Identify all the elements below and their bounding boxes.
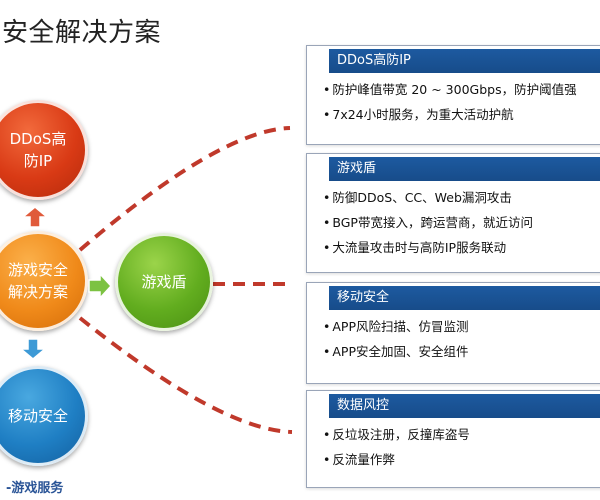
mobile-security-box-item: APP安全加固、安全组件 xyxy=(323,339,600,364)
right-arrow-icon xyxy=(88,272,112,300)
data-risk-control-box-item: 反流量作弊 xyxy=(323,447,600,472)
game-shield-box-item: 防御DDoS、CC、Web漏洞攻击 xyxy=(323,185,600,210)
ddos-ip-node-line1: DDoS高 xyxy=(9,130,67,148)
ddos-ip-node-line2: 防IP xyxy=(23,152,53,170)
slide-title: 安全解决方案 xyxy=(2,18,162,48)
center-node-line1: 游戏安全 xyxy=(7,261,68,279)
mobile-security-box-title: 移动安全 xyxy=(329,286,600,310)
mobile-security-box-item: APP风险扫描、仿冒监测 xyxy=(323,314,600,339)
data-risk-control-box-item: 反垃圾注册，反撞库盗号 xyxy=(323,422,600,447)
center-node-line2: 解决方案 xyxy=(7,283,68,301)
game-shield-box-item: BGP带宽接入，跨运营商，就近访问 xyxy=(323,210,600,235)
mobile-security-box: 移动安全 APP风险扫描、仿冒监测 APP安全加固、安全组件 xyxy=(306,282,600,384)
ddos-ip-box-item: 防护峰值带宽 20 ~ 300Gbps，防护阈值强 xyxy=(323,77,600,102)
game-shield-node-label: 游戏盾 xyxy=(141,273,187,291)
game-shield-box-title: 游戏盾 xyxy=(329,157,600,181)
connector-to-data-risk-box xyxy=(78,316,293,434)
game-shield-box-item: 大流量攻击时与高防IP服务联动 xyxy=(323,235,600,260)
game-security-solution-node[interactable]: 游戏安全 解决方案 xyxy=(0,231,88,331)
connector-to-ddos-box xyxy=(78,126,291,252)
ddos-ip-box-title: DDoS高防IP xyxy=(329,49,600,73)
footer-caption: -游戏服务 xyxy=(6,481,64,496)
game-shield-node[interactable]: 游戏盾 xyxy=(115,233,213,331)
mobile-security-node[interactable]: 移动安全 xyxy=(0,366,88,466)
game-shield-box: 游戏盾 防御DDoS、CC、Web漏洞攻击 BGP带宽接入，跨运营商，就近访问 … xyxy=(306,153,600,273)
ddos-ip-node[interactable]: DDoS高 防IP xyxy=(0,100,88,200)
ddos-ip-box: DDoS高防IP 防护峰值带宽 20 ~ 300Gbps，防护阈值强 7x24小… xyxy=(306,45,600,145)
up-arrow-icon xyxy=(22,206,48,228)
data-risk-control-box-title: 数据风控 xyxy=(329,394,600,418)
data-risk-control-box: 数据风控 反垃圾注册，反撞库盗号 反流量作弊 xyxy=(306,390,600,488)
mobile-security-node-label: 移动安全 xyxy=(7,407,68,425)
ddos-ip-box-item: 7x24小时服务，为重大活动护航 xyxy=(323,102,600,127)
down-arrow-icon xyxy=(20,338,46,360)
